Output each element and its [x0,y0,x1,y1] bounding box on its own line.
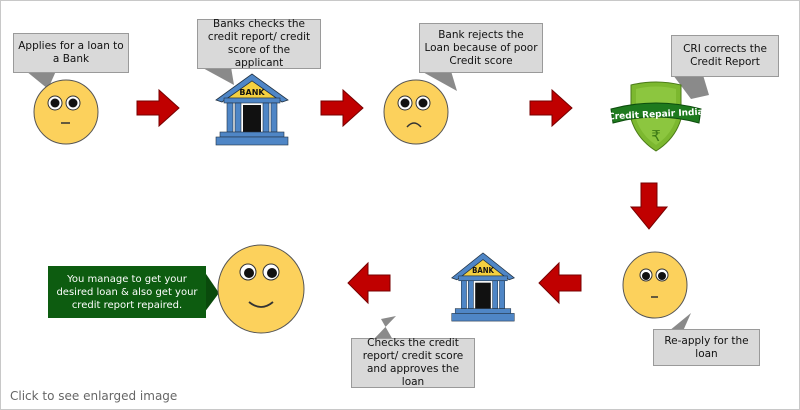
right-arrow-icon [320,88,364,128]
left-arrow-icon [347,261,391,305]
right-arrow-icon [136,88,180,128]
credit-repair-india-logo: Credit Repair India ₹ [608,81,704,152]
down-arrow-icon [629,182,669,230]
bank-icon: BANK [215,73,289,146]
right-arrow-icon [529,88,573,128]
step-3-bubble: Bank rejects the Loan because of poor Cr… [419,23,543,73]
neutral-smiley-icon [622,251,688,319]
left-arrow-icon [538,261,582,305]
step-2-bubble: Banks checks the credit report/ credit s… [197,18,321,69]
step-4-bubble: CRI corrects the Credit Report [671,35,779,77]
sad-smiley-icon [383,79,449,145]
step-1-bubble: Applies for a loan to a Bank [13,33,129,73]
step-6-bubble: Checks the credit report/ credit score a… [351,337,475,388]
rupee-icon: ₹ [651,127,661,145]
happy-smiley-icon [217,244,305,334]
neutral-smiley-icon [33,79,99,145]
bank-label: BANK [239,88,265,97]
enlarge-image-link[interactable]: Click to see enlarged image [10,389,178,403]
bank-label: BANK [472,266,494,275]
step-5-bubble: Re-apply for the loan [653,329,760,366]
bank-icon: BANK [450,252,516,322]
step-7-result-box: You manage to get your desired loan & al… [48,266,206,318]
